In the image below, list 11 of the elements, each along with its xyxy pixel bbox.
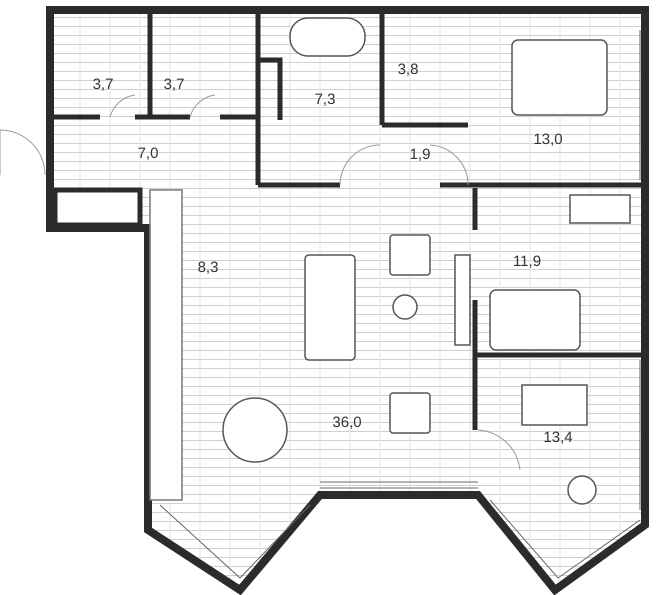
room-area-label: 13,4 [543, 426, 573, 450]
room-area-label: 3,7 [164, 74, 184, 96]
room-area-label: 3,8 [398, 58, 418, 82]
room-area-label: 36,0 [332, 412, 362, 434]
room-area-label: 7,0 [138, 142, 158, 166]
room-area-label: 7,3 [314, 88, 336, 112]
room-area-label: 1,9 [410, 144, 430, 166]
room-area-label: 11,9 [512, 250, 542, 274]
room-area-label: 3,7 [92, 74, 114, 96]
room-area-label: 13,0 [533, 128, 563, 152]
room-area-label: 8,3 [198, 256, 218, 280]
